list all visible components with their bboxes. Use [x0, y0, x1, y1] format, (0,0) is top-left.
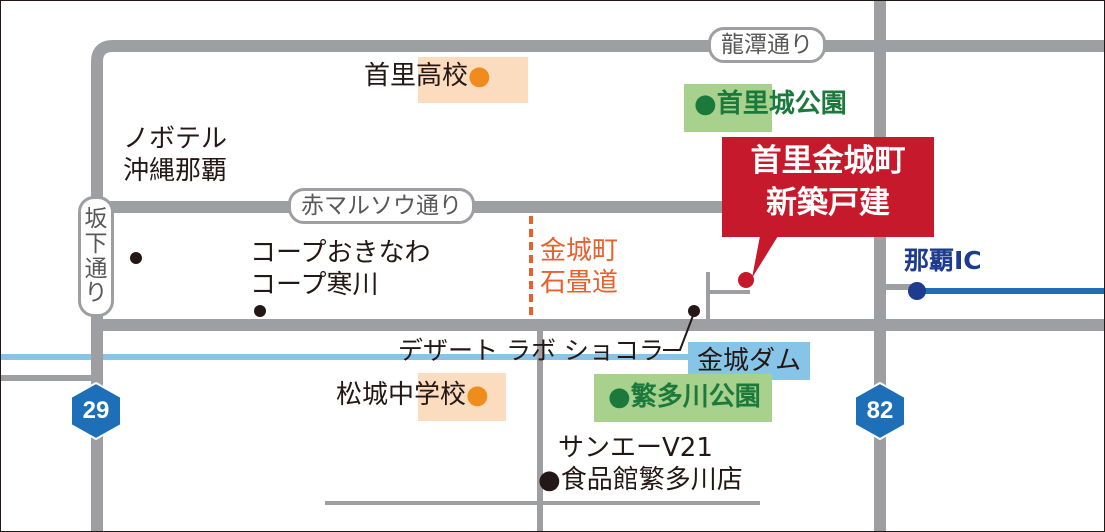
shuri-high-label: 首里高校●	[364, 61, 491, 93]
coop-line1: コープおきなわ	[250, 238, 431, 268]
route-29-hexagon	[70, 382, 122, 440]
dessert-lab-label: デザート ラボ ショコラ	[398, 336, 664, 365]
shurijo-park-name: 首里城公園	[716, 89, 847, 119]
hantagawa-park-label: ●繁多川公園	[608, 382, 761, 414]
dessert-lab-marker	[688, 305, 700, 317]
shuri-high-name: 首里高校	[364, 61, 469, 91]
matsushiro-jhs-marker: ●	[466, 380, 489, 410]
novotel-marker	[130, 252, 142, 264]
target-property-box: 首里金城町 新築戸建	[722, 137, 934, 237]
shuri-high-marker: ●	[468, 61, 491, 91]
route-29-number: 29	[82, 397, 110, 424]
target-line2: 新築戸建	[766, 184, 890, 221]
road-ryutan	[91, 40, 1105, 532]
novotel-label: ノボテル 沖縄那覇	[123, 124, 227, 187]
sanei-line2-row: ●食品館繁多川店	[538, 465, 743, 497]
hantagawa-park-bg	[594, 374, 772, 422]
route-82-sign: 82	[854, 382, 906, 440]
coop-label: コープおきなわ コープ寒川	[250, 238, 430, 301]
sanei-label: サンエーV21 ●食品館繁多川店	[538, 433, 743, 496]
sakashita-char-1: 坂	[84, 206, 108, 232]
road-label-ryutan: 龍潭通り	[708, 27, 826, 63]
route-82-hexagon	[854, 382, 906, 440]
sanei-marker: ●	[538, 464, 561, 495]
dessert-lab-leader	[663, 312, 695, 351]
coop-marker	[254, 305, 266, 317]
naha-ic-marker	[908, 282, 926, 300]
road-label-aka-maruso: 赤マルソウ通り	[288, 188, 475, 224]
novotel-line1: ノボテル	[123, 124, 228, 154]
route-82-number: 82	[866, 397, 894, 424]
shurijo-park-label: ●首里城公園	[694, 89, 847, 121]
coop-line2: コープ寒川	[250, 269, 379, 300]
target-line1: 首里金城町	[750, 143, 906, 179]
novotel-line2: 沖縄那覇	[123, 155, 228, 186]
ishidatami-label: 金城町 石畳道	[540, 236, 618, 299]
shuri-high-bg	[418, 57, 528, 103]
sakashita-char-4: り	[84, 280, 108, 307]
ishidatami-line1: 金城町	[540, 236, 619, 266]
kinjo-dam-label: 金城ダム	[688, 342, 810, 380]
sanei-line2: 食品館繁多川店	[560, 464, 743, 495]
route-29-sign: 29	[70, 382, 122, 440]
minor-roads	[0, 272, 915, 532]
naha-ic-label: 那覇IC	[904, 246, 982, 275]
target-marker	[738, 272, 754, 288]
shurijo-park-marker: ●	[694, 89, 717, 119]
hantagawa-park-marker: ●	[608, 382, 631, 412]
sakashita-char-3: 通	[84, 255, 108, 282]
ishidatami-line2: 石畳道	[540, 267, 619, 298]
shurijo-park-bg	[684, 84, 772, 132]
sakashita-char-2: 下	[84, 230, 108, 257]
hantagawa-park-name: 繁多川公園	[630, 382, 761, 412]
matsushiro-jhs-label: 松城中学校●	[336, 380, 489, 412]
matsushiro-jhs-bg	[418, 373, 506, 421]
matsushiro-jhs-name: 松城中学校	[336, 380, 467, 410]
target-pointer	[752, 236, 778, 278]
road-label-sakashita: 坂 下 通 り	[78, 196, 114, 318]
sanei-line1: サンエーV21	[558, 433, 713, 463]
